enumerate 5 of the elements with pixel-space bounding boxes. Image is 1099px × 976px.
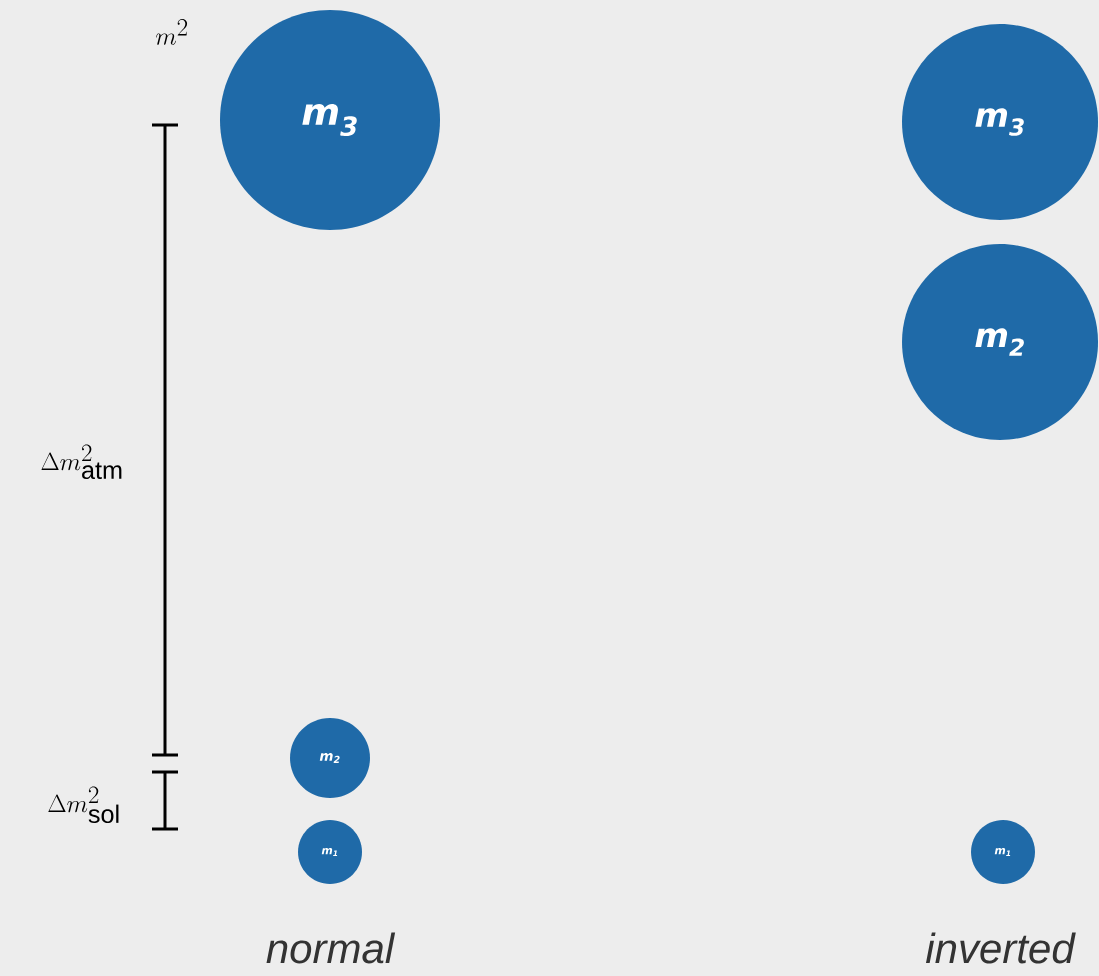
axis-label: $m^{2}$ xyxy=(156,19,188,45)
axis-label: $\Delta m^{2}_{\mathrm{atm}}$ xyxy=(41,444,122,480)
caption-label: normal xyxy=(266,932,396,964)
caption-label: inverted xyxy=(926,932,1076,964)
axis-label: $\Delta m^{2}_{\mathrm{sol}}$ xyxy=(48,786,119,824)
